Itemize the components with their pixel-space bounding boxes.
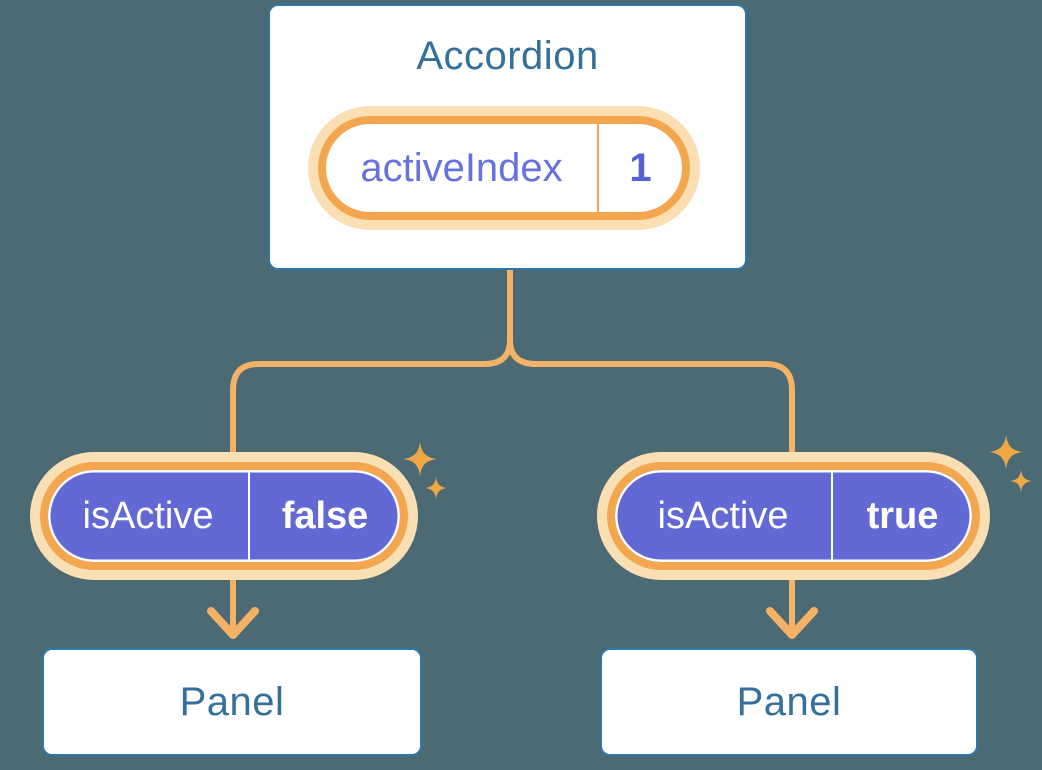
component-title: Accordion	[416, 34, 599, 78]
sparkle-icon	[403, 442, 437, 476]
prop-name: isActive	[657, 494, 789, 537]
component-title: Panel	[179, 679, 285, 724]
state-name: activeIndex	[360, 145, 563, 190]
prop-value: true	[866, 494, 939, 537]
prop-pill-isactive-false: isActive false	[40, 462, 408, 570]
panel-component-card: Panel	[600, 648, 978, 756]
sparkle-icon	[1010, 470, 1032, 492]
arrow-down-icon	[207, 607, 259, 639]
state-value: 1	[629, 145, 652, 190]
branch-right-line	[507, 339, 795, 630]
prop-name: isActive	[82, 494, 214, 537]
prop-value: false	[281, 494, 369, 537]
sparkle-icon	[989, 435, 1023, 469]
branch-left-line	[230, 339, 513, 630]
prop-pill-isactive-true: isActive true	[607, 462, 980, 570]
pill-divider	[831, 470, 833, 562]
panel-component-card: Panel	[42, 648, 422, 756]
component-title: Panel	[736, 679, 842, 724]
pill-divider	[597, 124, 599, 212]
pill-divider	[248, 470, 250, 562]
sparkle-icon	[425, 477, 447, 499]
state-pill-activeindex: activeIndex 1	[318, 116, 690, 220]
arrow-down-icon	[766, 607, 818, 639]
accordion-component-card: Accordion activeIndex 1	[268, 4, 747, 270]
